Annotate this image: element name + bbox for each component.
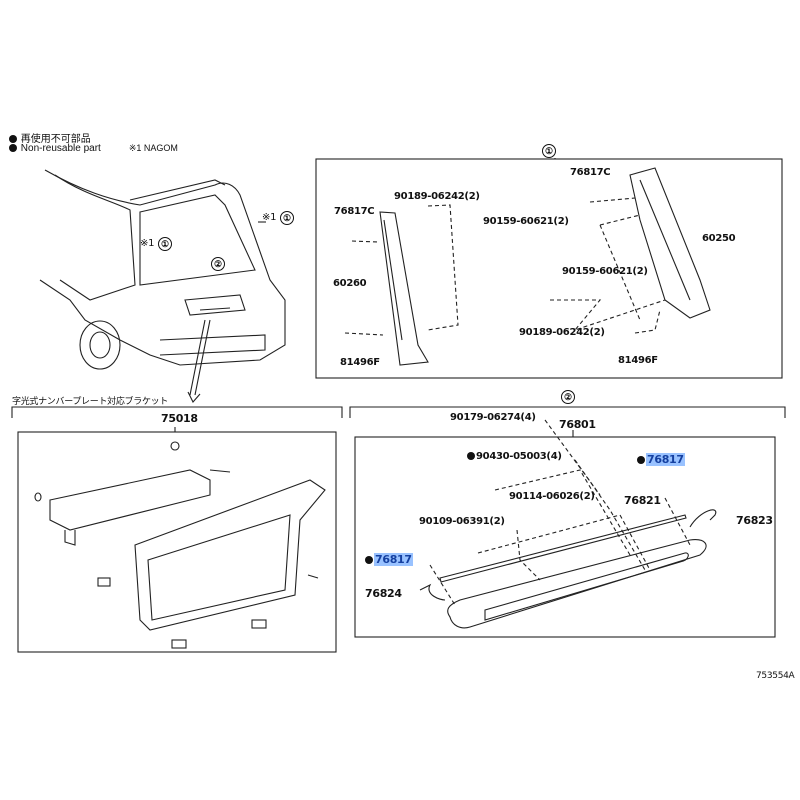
part-label-nonreusable[interactable]: 76817 [637, 453, 685, 466]
legend-note: ※1 NAGOM [128, 143, 178, 153]
non-reusable-icon [365, 556, 373, 564]
spoiler-left-60260 [379, 211, 429, 366]
section-2-ref: ② [561, 390, 575, 404]
part-label[interactable]: 60250 [702, 233, 736, 244]
bracket-75018 [34, 441, 326, 649]
vehicle-rear-illustration [39, 169, 286, 403]
bracket-right [349, 406, 786, 418]
part-label-nonreusable[interactable]: 76817 [365, 553, 413, 566]
part-label[interactable]: 90159-60621(2) [562, 266, 648, 277]
ref-circle-1: ① [280, 211, 294, 225]
part-label[interactable]: 90109-06391(2) [419, 516, 505, 527]
part-label[interactable]: 76817C [570, 167, 611, 178]
part-label[interactable]: 60260 [333, 278, 367, 289]
stop-lamp-76801 [419, 509, 717, 629]
legend-en: Non-reusable part ※1 NAGOM [9, 143, 178, 154]
part-label[interactable]: 90179-06274(4) [450, 412, 536, 423]
ref-circle-2: ② [211, 257, 225, 271]
part-label[interactable]: 90159-60621(2) [483, 216, 569, 227]
section-bracket-frame [17, 431, 337, 653]
non-reusable-icon [637, 456, 645, 464]
callout-note: ※1 [140, 238, 155, 249]
part-label[interactable]: 90189-06242(2) [519, 327, 605, 338]
part-label[interactable]: 75018 [161, 412, 198, 425]
legend-en-text: Non-reusable part [20, 143, 101, 154]
callout-note: ※1 [262, 212, 277, 223]
spoiler-right-60250 [629, 167, 711, 319]
non-reusable-icon [467, 452, 475, 460]
section-1-frame [315, 158, 783, 379]
bullet-icon [9, 135, 17, 143]
part-label[interactable]: 76824 [365, 587, 402, 600]
section-2-frame [354, 436, 776, 638]
legend-jp-text: 再使用不可部品 [20, 134, 91, 145]
section-1-ref: ① [542, 144, 556, 158]
part-label-nonreusable[interactable]: 90430-05003(4) [467, 451, 562, 462]
part-label[interactable]: 76817C [334, 206, 375, 217]
ref-circle-1: ① [158, 237, 172, 251]
part-label[interactable]: 90114-06026(2) [509, 491, 595, 502]
part-label[interactable]: 81496F [618, 355, 658, 366]
part-label[interactable]: 76821 [624, 494, 661, 507]
bracket-section-title: 字光式ナンバープレート対応ブラケット [12, 397, 169, 407]
part-label[interactable]: 76801 [559, 418, 596, 431]
legend-jp: 再使用不可部品 [9, 130, 91, 145]
bullet-icon [9, 144, 17, 152]
part-label[interactable]: 90189-06242(2) [394, 191, 480, 202]
part-label[interactable]: 76823 [736, 514, 773, 527]
diagram-id: 753554A [756, 671, 795, 681]
part-label[interactable]: 81496F [340, 357, 380, 368]
bracket-left [11, 406, 343, 418]
